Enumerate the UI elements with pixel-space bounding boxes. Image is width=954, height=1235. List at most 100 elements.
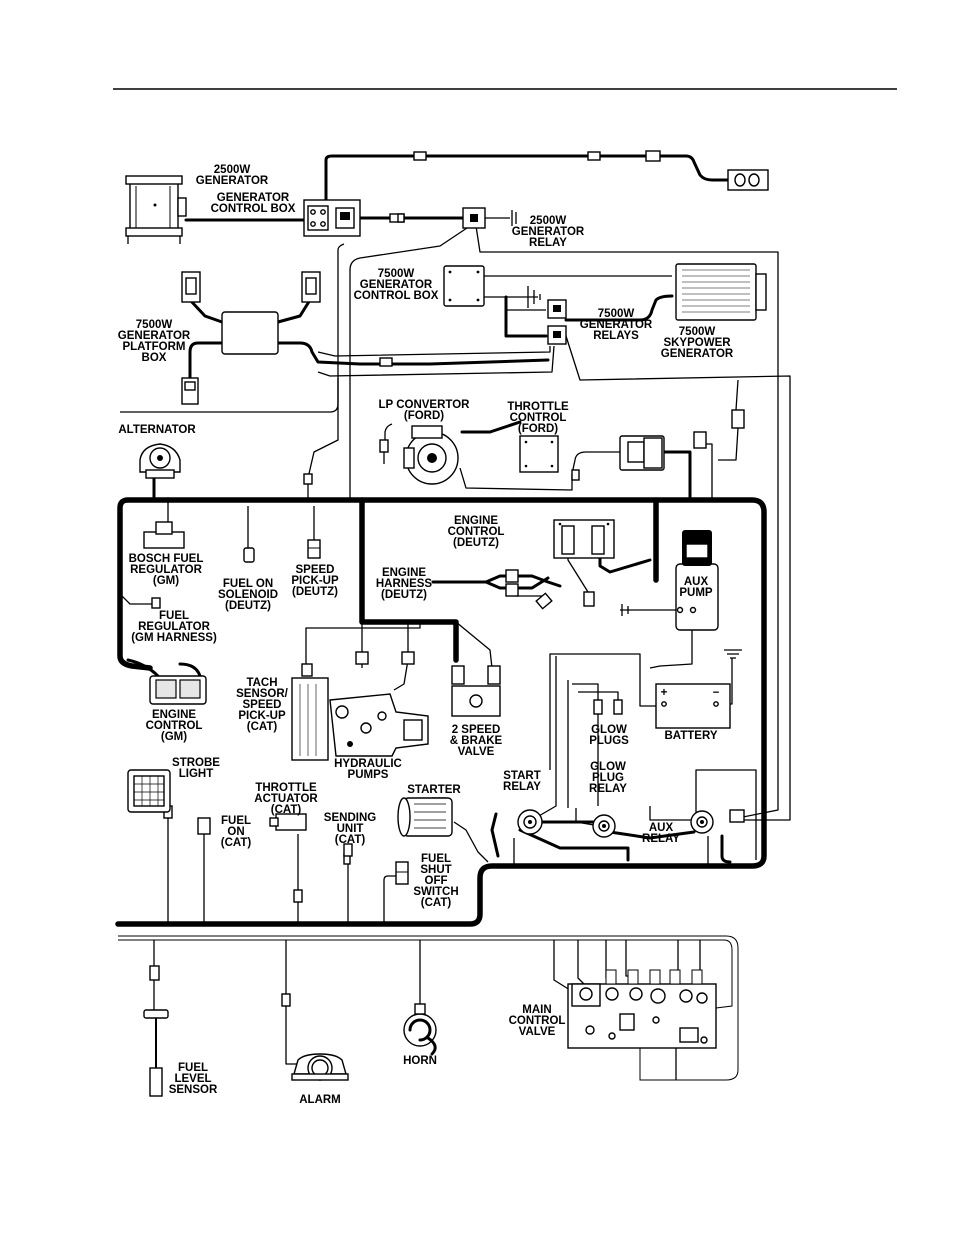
label-gen7500-relays-line: RELAYS xyxy=(593,330,639,342)
label-fuel-level-sensor-line: SENSOR xyxy=(169,1084,218,1096)
throttle-body xyxy=(619,431,707,471)
label-aux-pump-line: PUMP xyxy=(679,587,713,599)
label-aux-relay-line: AUX xyxy=(649,822,674,834)
label-battery-line: BATTERY xyxy=(664,730,717,742)
aux-relay xyxy=(690,810,714,834)
label-hydraulic-pumps-line: PUMPS xyxy=(348,769,389,781)
label-gen2500-relay-line: GENERATOR xyxy=(512,226,585,238)
aux-pump xyxy=(621,530,719,631)
wires xyxy=(115,154,791,1081)
engine-control-gm xyxy=(149,675,207,705)
label-alarm-line: ALARM xyxy=(299,1094,341,1106)
label-fuel-regulator-line: FUEL xyxy=(159,610,189,622)
label-fuel-shutoff-line: SWITCH xyxy=(413,886,458,898)
label-engine-control-gm-line: CONTROL xyxy=(146,720,203,732)
label-gen2500-line: GENERATOR xyxy=(196,175,269,187)
label-gen7500-platform-box-line: GENERATOR xyxy=(118,330,191,342)
battery: + − xyxy=(655,649,742,729)
throttle-actuator-cat xyxy=(269,813,307,831)
label-engine-control-deutz-line: CONTROL xyxy=(448,526,505,538)
label-two-speed-valve-line: & BRAKE xyxy=(450,735,503,747)
fuel-shutoff-switch xyxy=(395,861,409,885)
label-start-relay-line: RELAY xyxy=(503,781,541,793)
label-fuel-on-cat-line: FUEL xyxy=(221,815,251,827)
generator-7500w-relays xyxy=(547,299,567,345)
label-engine-control-deutz-line: ENGINE xyxy=(454,515,498,527)
label-fuel-regulator-line: REGULATOR xyxy=(138,621,210,633)
label-speed-pickup-deutz-line: (DEUTZ) xyxy=(292,586,338,598)
label-tach-sensor-line: SENSOR/ xyxy=(236,688,289,700)
inline-connector xyxy=(587,151,601,161)
label-fuel-on-solenoid-line: SOLENOID xyxy=(218,589,278,601)
label-throttle-control-line: THROTTLE xyxy=(507,401,569,413)
label-gen7500-platform-box-line: 7500W xyxy=(136,319,173,331)
label-lp-convertor-line: LP CONVERTOR xyxy=(379,399,471,411)
label-tach-sensor-line: SPEED xyxy=(243,699,282,711)
label-hydraulic-pumps-line: HYDRAULIC xyxy=(334,758,402,770)
two-speed-brake-valve xyxy=(451,665,501,717)
battery-negative-terminal: − xyxy=(713,687,720,699)
horn xyxy=(403,1003,437,1056)
label-throttle-control-line: (FORD) xyxy=(518,423,558,435)
label-gen7500-platform-box-line: BOX xyxy=(142,352,167,364)
label-main-control-valve-line: CONTROL xyxy=(509,1015,566,1027)
label-fuel-on-cat-line: ON xyxy=(227,826,244,838)
throttle-control-ford xyxy=(519,435,559,473)
label-gen-control-box-line: GENERATOR xyxy=(217,192,290,204)
start-relay xyxy=(517,809,543,835)
label-bosch-fuel-regulator-line: REGULATOR xyxy=(130,564,202,576)
generator-outlet xyxy=(645,150,769,191)
main-control-valve xyxy=(567,969,717,1049)
label-fuel-shutoff-line: FUEL xyxy=(421,853,451,865)
glow-plug-relay xyxy=(592,814,616,838)
label-speed-pickup-deutz-line: SPEED xyxy=(296,564,335,576)
inline-connector xyxy=(505,569,519,583)
engine-control-deutz xyxy=(535,519,615,610)
label-lp-convertor-line: (FORD) xyxy=(404,410,444,422)
fuel-on-cat xyxy=(197,817,211,835)
generator-2500w xyxy=(125,175,306,244)
generator-2500w-relay xyxy=(462,207,517,229)
inline-connector xyxy=(505,583,519,597)
label-aux-pump-line: AUX xyxy=(684,576,709,588)
label-strobe-light-line: LIGHT xyxy=(179,768,214,780)
inline-connector xyxy=(293,889,303,903)
lp-convertor xyxy=(379,425,459,485)
label-fuel-shutoff-line: (CAT) xyxy=(421,897,452,909)
bosch-fuel-regulator xyxy=(143,521,185,549)
inline-connector xyxy=(303,473,313,485)
label-start-relay-line: START xyxy=(503,770,540,782)
label-tach-sensor-line: PICK-UP xyxy=(238,710,286,722)
label-throttle-actuator-line: (CAT) xyxy=(271,804,302,816)
label-gen2500-relay-line: RELAY xyxy=(529,237,567,249)
label-two-speed-valve-line: VALVE xyxy=(458,746,495,758)
label-main-control-valve-line: VALVE xyxy=(519,1026,556,1038)
alternator xyxy=(139,443,181,479)
label-tach-sensor-line: TACH xyxy=(246,677,277,689)
label-bosch-fuel-regulator-line: (GM) xyxy=(153,575,179,587)
label-skypower-line: GENERATOR xyxy=(661,348,734,360)
label-two-speed-valve-line: 2 SPEED xyxy=(452,724,501,736)
label-engine-harness-line: (DEUTZ) xyxy=(381,589,427,601)
label-glow-plug-relay-line: PLUG xyxy=(592,772,624,784)
label-sending-unit-line: UNIT xyxy=(337,823,364,835)
fuel-on-solenoid xyxy=(243,547,255,563)
label-fuel-on-solenoid-line: (DEUTZ) xyxy=(225,600,271,612)
label-main-control-valve-line: MAIN xyxy=(522,1004,551,1016)
generator-control-box xyxy=(303,199,361,237)
label-tach-sensor-line: (CAT) xyxy=(247,721,278,733)
inline-connector xyxy=(401,651,415,665)
label-engine-control-gm-line: ENGINE xyxy=(152,709,196,721)
label-gen-control-box-line: CONTROL BOX xyxy=(211,203,296,215)
label-fuel-on-cat-line: (CAT) xyxy=(221,837,252,849)
label-sending-unit-line: SENDING xyxy=(324,812,376,824)
label-engine-control-gm-line: (GM) xyxy=(161,731,187,743)
label-engine-harness-line: ENGINE xyxy=(382,567,426,579)
label-bosch-fuel-regulator-line: BOSCH FUEL xyxy=(129,553,204,565)
generator-7500w-platform-box xyxy=(181,271,321,405)
speed-pickup-deutz xyxy=(307,539,321,559)
tach-sensor-cat xyxy=(291,677,329,761)
inline-connector xyxy=(149,965,160,981)
label-gen2500-line: 2500W xyxy=(214,164,251,176)
inline-connector xyxy=(301,663,313,677)
